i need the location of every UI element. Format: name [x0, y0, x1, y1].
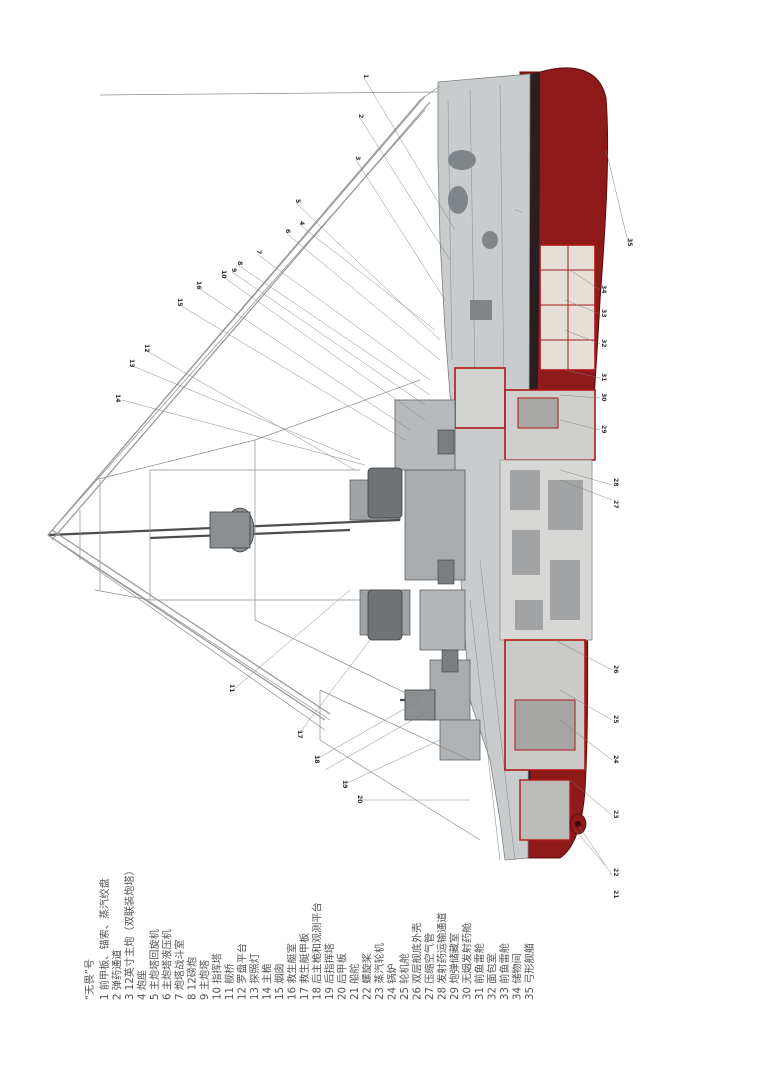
callout-numbers: 1 2 3 4 5 6 7 8 9 10 11 12 13 14 15 16 1… — [114, 74, 633, 899]
ship-illustration — [47, 67, 609, 861]
legend-item: 26 双层舰底外壳 — [411, 923, 424, 1000]
callout-4: 4 — [298, 221, 305, 226]
legend-item: 17 救生艇甲板 — [298, 933, 311, 1000]
legend-item: 8 12磅炮 — [186, 957, 199, 1000]
callout-16: 16 — [195, 281, 202, 290]
engine-room-texture — [510, 470, 583, 630]
callout-34: 34 — [600, 285, 607, 294]
callout-10: 10 — [220, 270, 227, 279]
legend-item: 16 救生艇室 — [286, 943, 299, 1000]
legend-item: 31 前鱼雷舱 — [473, 943, 486, 1000]
callout-35: 35 — [626, 238, 633, 247]
legend-item: 6 主炮塔液压机 — [161, 929, 174, 1000]
callout-27: 27 — [612, 500, 619, 509]
legend-item: 23 蒸汽轮机 — [373, 943, 386, 1000]
callout-31: 31 — [600, 373, 607, 382]
forward-deck-machinery — [448, 150, 498, 320]
callout-29: 29 — [600, 425, 607, 434]
deck-details — [447, 84, 523, 861]
legend-item: 13 探照灯 — [248, 953, 261, 1000]
legend-item: 18 后主桅和观测平台 — [311, 902, 324, 1000]
callout-30: 30 — [600, 393, 607, 402]
callout-14: 14 — [114, 394, 121, 403]
callout-24: 24 — [612, 755, 619, 764]
callout-28: 28 — [612, 478, 619, 487]
rudder-propeller — [569, 813, 587, 835]
callout-7: 7 — [255, 250, 262, 254]
callout-13: 13 — [128, 359, 135, 368]
callout-20: 20 — [356, 795, 363, 804]
callout-18: 18 — [313, 755, 320, 764]
callout-12: 12 — [143, 344, 150, 353]
legend-item: 24 锅炉 — [387, 963, 399, 1000]
legend-item: 20 后甲板 — [336, 953, 349, 1000]
funnels — [367, 467, 403, 641]
callout-5: 5 — [294, 199, 301, 203]
callout-6: 6 — [284, 229, 291, 233]
legend: “无畏”号 1 前甲板、锚索、蒸汽绞盘 2 弹药通道 3 12英寸主炮（双联装炮… — [84, 865, 536, 1000]
callout-21: 21 — [612, 890, 619, 899]
legend-item: 25 轮机舱 — [398, 953, 411, 1000]
legend-item: 10 指挥塔 — [211, 953, 224, 1000]
callout-33: 33 — [600, 309, 607, 318]
legend-item: 4 炮座 — [136, 970, 149, 1000]
legend-item: 28 发射药运输通道 — [436, 912, 449, 1000]
legend-item: 34 储物间 — [511, 953, 524, 1000]
callout-32: 32 — [600, 339, 607, 348]
callout-11: 11 — [228, 684, 235, 693]
callout-26: 26 — [612, 665, 619, 674]
callout-15: 15 — [176, 298, 183, 307]
legend-item: 1 前甲板、锚索、蒸汽绞盘 — [98, 878, 111, 1000]
legend-item: 19 后指挥塔 — [323, 943, 336, 1000]
legend-item: 27 压缩空气管 — [423, 933, 436, 1000]
gun-turrets — [437, 429, 459, 673]
legend-item: 7 炮塔战斗室 — [173, 939, 186, 1000]
legend-title: “无畏”号 — [84, 959, 96, 1000]
callout-19: 19 — [341, 780, 348, 789]
mast-platforms — [209, 507, 436, 721]
callout-leaders — [121, 77, 629, 876]
legend-item: 32 面包室 — [486, 953, 499, 1000]
callout-17: 17 — [296, 730, 303, 739]
legend-item: 9 主炮塔 — [198, 960, 211, 1000]
callout-2: 2 — [357, 114, 364, 118]
legend-item: 14 主桅 — [261, 963, 274, 1000]
callout-8: 8 — [236, 261, 243, 265]
legend-item: 15 烟囱 — [273, 963, 286, 1000]
callout-25: 25 — [612, 715, 619, 724]
legend-item: 21 船舵 — [348, 963, 361, 1000]
callout-3: 3 — [354, 156, 361, 160]
legend-item: 11 舰桥 — [223, 963, 236, 1000]
legend-item: 33 前鱼雷舱 — [498, 943, 511, 1000]
legend-item: 2 弹药通道 — [111, 950, 124, 1000]
legend-item: 3 12英寸主炮（双联装炮塔） — [123, 865, 136, 1000]
legend-item: 29 炮弹储藏室 — [448, 933, 461, 1000]
callout-23: 23 — [612, 810, 619, 819]
callout-1: 1 — [362, 74, 369, 78]
legend-item: 5 主炮塔回旋机 — [148, 929, 161, 1000]
legend-item: 35 弓形舰艏 — [523, 943, 536, 1000]
legend-item: 12 罗盘平台 — [236, 943, 249, 1000]
legend-item: 22 螺旋桨 — [361, 953, 374, 1000]
legend-item: 30 无烟发射药舱 — [461, 923, 474, 1000]
callout-9: 9 — [230, 268, 237, 272]
derrick-booms — [47, 95, 431, 721]
callout-22: 22 — [612, 868, 619, 877]
